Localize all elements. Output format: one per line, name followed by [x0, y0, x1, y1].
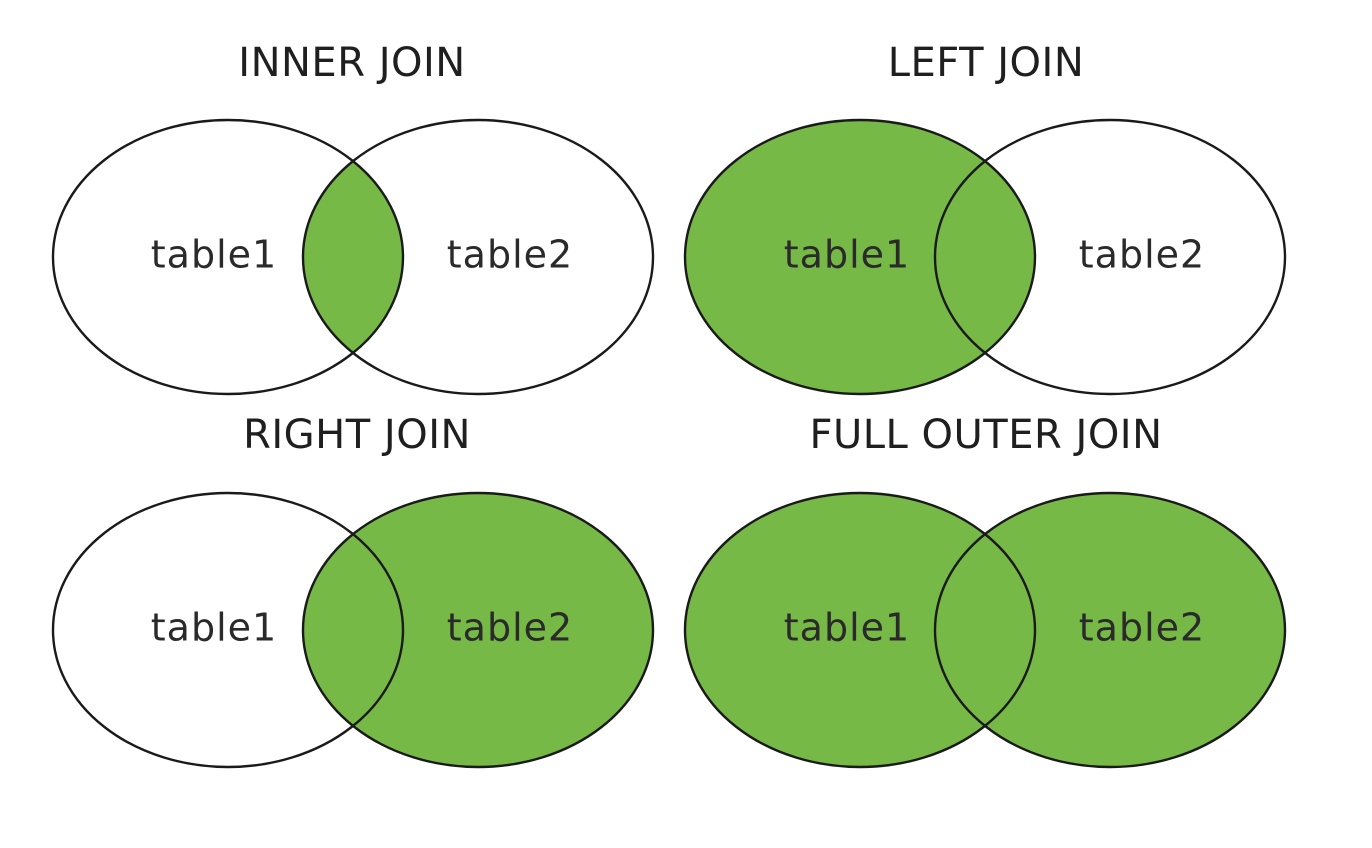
highlight-region — [685, 120, 1035, 394]
right-set-fill — [303, 493, 653, 767]
panel-inner-join: INNER JOIN table1 table2 — [51, 40, 655, 396]
panel-right-join: RIGHT JOIN table1 table2 — [51, 412, 655, 769]
right-set-label: table2 — [1079, 233, 1205, 277]
panel-left-join: LEFT JOIN table1 table2 — [683, 40, 1287, 396]
panel-title: FULL OUTER JOIN — [809, 412, 1162, 458]
left-set-circle — [683, 118, 1037, 396]
left-set-circle — [51, 118, 405, 396]
left-set-label: table1 — [151, 606, 277, 650]
highlight-region — [685, 493, 1285, 767]
left-set-label: table1 — [151, 233, 277, 277]
left-set-label: table1 — [784, 606, 910, 650]
right-set-circle — [301, 118, 655, 396]
right-set-fill — [935, 493, 1285, 767]
left-set-label: table1 — [784, 233, 910, 277]
right-set-circle — [933, 118, 1287, 396]
right-set-label: table2 — [1079, 606, 1205, 650]
right-set-label: table2 — [447, 606, 573, 650]
panel-title: INNER JOIN — [238, 40, 465, 86]
panel-full-outer-join: FULL OUTER JOIN table1 table2 — [683, 412, 1287, 769]
left-set-circle — [51, 491, 405, 769]
panel-title: RIGHT JOIN — [243, 412, 471, 458]
left-set-circle — [683, 491, 1037, 769]
right-set-circle — [301, 491, 655, 769]
panel-title: LEFT JOIN — [888, 40, 1085, 86]
left-set-fill — [685, 493, 1035, 767]
highlight-region — [303, 493, 653, 767]
left-set-fill — [685, 120, 1035, 394]
right-set-circle — [933, 491, 1287, 769]
right-set-label: table2 — [447, 233, 573, 277]
